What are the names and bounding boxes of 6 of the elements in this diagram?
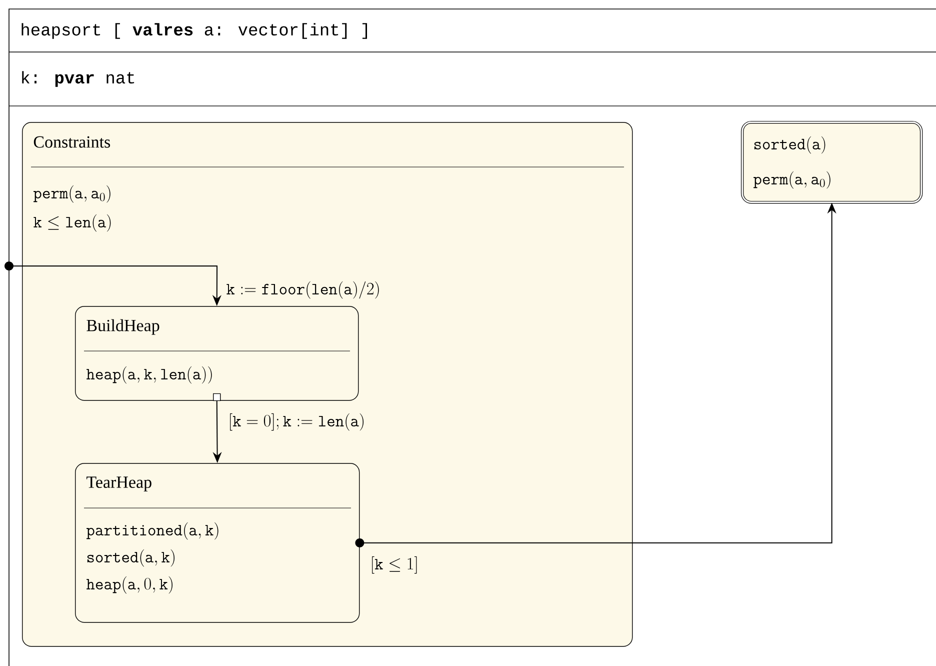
- state-box: TearHeap $\mathtt{partitioned}(\mathtt{a},\mathtt{k})$ $\mathtt{sorted}(\mathtt{a},\mathtt{k})$ $\mathtt{heap}(\mathtt{a},0,\mathtt{k})$: [75, 463, 360, 623]
- edge-label: $[\mathtt{k}\le 1]$: [369, 555, 420, 575]
- state-box: BuildHeap $\mathtt{heap}(\mathtt{a},\mathtt{k},\mathtt{len}(\mathtt{a}))$: [75, 306, 359, 401]
- edge-label: $\mathtt{k}:=\mathtt{floor}(\mathtt{len}(\mathtt{a})/2)$: [225, 280, 382, 300]
- goal-box: $\mathtt{sorted}(\mathtt{a})$ $\mathtt{perm}(\mathtt{a},\mathtt{a}_0)$: [740, 120, 923, 204]
- edge-label: $[\mathtt{k}=0];\mathtt{k}:=\mathtt{len}(\mathtt{a})$: [227, 412, 366, 432]
